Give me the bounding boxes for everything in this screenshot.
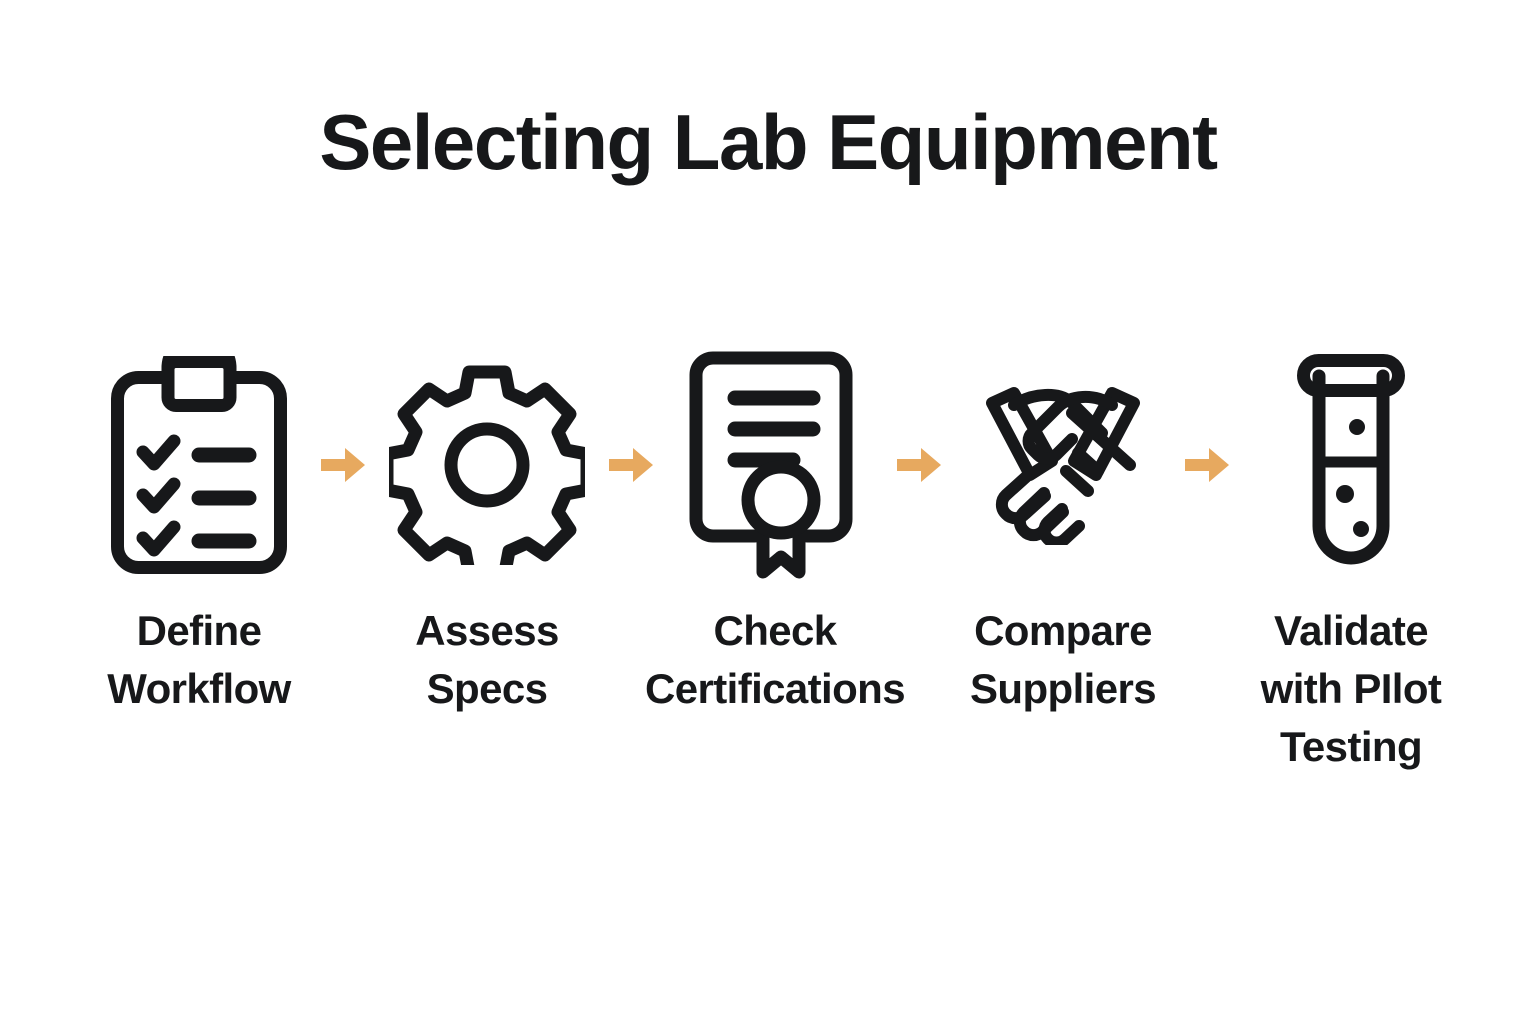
flow-step-label: Define Workflow: [107, 607, 291, 712]
flow-step-validate-pilot-testing: Validate with PIlot Testing: [1242, 340, 1460, 776]
flow-step-check-certifications: Check Certifications: [645, 340, 906, 718]
page-title: Selecting Lab Equipment: [319, 98, 1218, 186]
flow-step-label: Assess Specs: [415, 607, 559, 712]
gear-icon: [389, 340, 585, 590]
flow-step-define-workflow: Define Workflow: [90, 340, 308, 718]
flow-step-label: Validate with PIlot Testing: [1260, 607, 1442, 770]
flow-step-label: Compare Suppliers: [970, 607, 1157, 712]
handshake-icon: [952, 340, 1174, 590]
certificate-icon: [689, 340, 861, 590]
process-flow: Define Workflow Assess Specs: [90, 340, 1460, 776]
arrow-right-icon-4: [1176, 340, 1238, 590]
flow-step-assess-specs: Assess Specs: [378, 340, 596, 718]
arrow-right-icon-2: [600, 340, 662, 590]
test-tube-icon: [1297, 340, 1405, 590]
arrow-right-icon-3: [888, 340, 950, 590]
arrow-right-icon-1: [312, 340, 374, 590]
flow-step-compare-suppliers: Compare Suppliers: [954, 340, 1172, 718]
flow-step-label: Check Certifications: [645, 607, 906, 712]
clipboard-checklist-icon: [111, 340, 287, 590]
